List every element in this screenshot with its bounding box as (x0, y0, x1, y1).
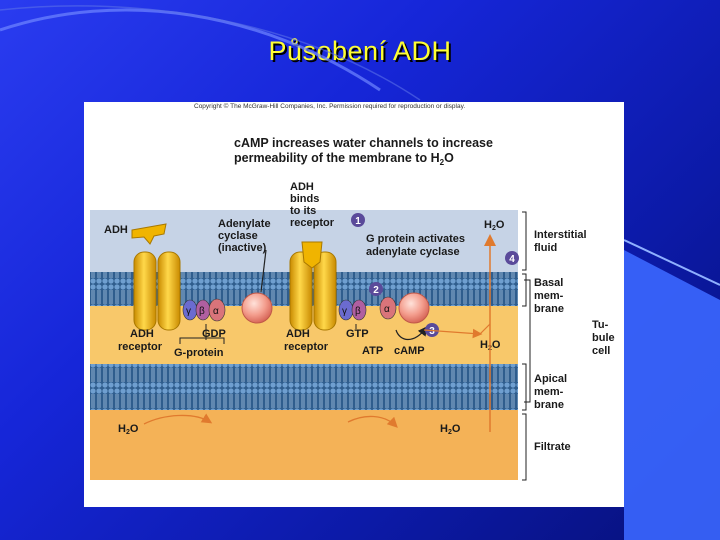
label-adh-receptor-left-2: receptor (118, 341, 163, 353)
label-adenylate-cyclase-2: cyclase (218, 230, 258, 242)
label-basal-3: brane (534, 303, 564, 315)
arrow-camp-to-channels (423, 328, 483, 339)
label-apical-1: Apical (534, 373, 567, 385)
filtrate-region (90, 410, 518, 480)
slide-title: Působení ADH (268, 36, 452, 66)
adh-receptor-right-icon (289, 251, 337, 331)
label-interstitial-2: fluid (534, 242, 557, 254)
label-filtrate: Filtrate (534, 441, 571, 453)
figure-heading-line1: cAMP increases water channels to increas… (234, 136, 493, 150)
step-4-marker: 4 (505, 251, 519, 265)
arrow-filtrate-1 (143, 413, 213, 425)
label-g-protein-activates-1: G protein activates (366, 233, 465, 245)
apical-membrane (90, 364, 518, 410)
label-h2o-interstitial: H2O (484, 219, 505, 232)
label-adh: ADH (104, 224, 128, 236)
svg-text:2: 2 (373, 285, 379, 296)
label-beta-right: β (355, 306, 361, 317)
adh-bound-icon (301, 241, 323, 269)
figure-heading-line2: permeability of the membrane to H2O (234, 151, 454, 167)
label-gamma-left: γ (186, 306, 191, 317)
adh-diagram-panel: Copyright © The McGraw-Hill Companies, I… (84, 102, 624, 507)
label-interstitial-1: Interstitial (534, 229, 587, 241)
label-h2o-filtrate-right: H2O (440, 423, 461, 436)
label-apical-3: brane (534, 399, 564, 411)
bracket-g-protein (179, 337, 225, 344)
side-brackets (522, 211, 531, 481)
svg-text:3: 3 (429, 326, 435, 337)
label-adenylate-cyclase-1: Adenylate (218, 218, 271, 230)
label-basal-1: Basal (534, 277, 563, 289)
adh-receptor-left-icon (133, 251, 181, 331)
label-adh-receptor-left-1: ADH (130, 328, 154, 340)
label-gdp: GDP (202, 328, 226, 340)
label-tubule-2: bule (592, 332, 615, 344)
pointer-adenylate-cyclase (260, 249, 267, 293)
svg-text:1: 1 (355, 216, 361, 227)
label-gtp: GTP (346, 328, 369, 340)
arrow-filtrate-2 (347, 415, 398, 428)
label-alpha-left: α (213, 306, 219, 317)
label-h2o-filtrate-left: H2O (118, 423, 139, 436)
copyright-notice: Copyright © The McGraw-Hill Companies, I… (194, 102, 465, 110)
svg-text:4: 4 (509, 254, 515, 265)
arrow-atp-to-camp (395, 326, 428, 341)
label-adh-receptor-right-2: receptor (284, 341, 329, 353)
label-adh-binds-4: receptor (290, 217, 335, 229)
step-2-marker: 2 (369, 282, 383, 296)
label-adh-binds-1: ADH (290, 181, 314, 193)
label-tubule-1: Tu- (592, 319, 609, 331)
g-protein-inactive-icon: γ β α (182, 298, 226, 322)
label-alpha-right: α (384, 304, 390, 315)
adh-mechanism-diagram: Copyright © The McGraw-Hill Companies, I… (90, 102, 615, 481)
label-basal-2: mem- (534, 290, 564, 302)
label-adh-receptor-right-1: ADH (286, 328, 310, 340)
g-protein-active-icon: γ β α (338, 296, 397, 321)
adenylate-cyclase-inactive-icon (241, 292, 273, 324)
label-g-protein-activates-2: adenylate cyclase (366, 246, 460, 258)
label-g-protein: G-protein (174, 347, 224, 359)
step-1-marker: 1 (351, 213, 365, 227)
label-adenylate-cyclase-3: (inactive) (218, 242, 267, 254)
label-gamma-right: γ (342, 306, 347, 317)
label-camp: cAMP (394, 345, 425, 357)
label-adh-binds-2: binds (290, 193, 319, 205)
label-beta-left: β (199, 306, 205, 317)
label-apical-2: mem- (534, 386, 564, 398)
label-tubule-3: cell (592, 345, 610, 357)
label-atp: ATP (362, 345, 383, 357)
adenylate-cyclase-active-icon (398, 292, 430, 324)
label-adh-binds-3: to its (290, 205, 316, 217)
adh-hormone-icon (131, 223, 167, 245)
